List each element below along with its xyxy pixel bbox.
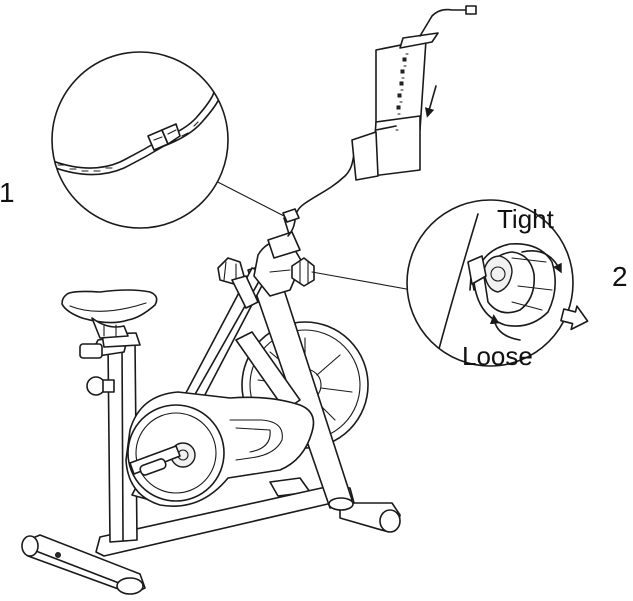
clockwise-arrow-icon xyxy=(521,250,562,274)
front-stabilizer xyxy=(269,477,401,533)
crank-wheel xyxy=(127,404,225,502)
bracket-knob xyxy=(217,257,259,309)
tight-label: Tight xyxy=(497,204,555,234)
exercise-bike xyxy=(21,5,477,595)
down-arrow-icon xyxy=(424,85,437,118)
seat-tube xyxy=(79,332,141,543)
handlebar-post xyxy=(351,5,477,181)
right-outline-arrow-icon xyxy=(560,305,589,331)
cable-connector xyxy=(282,208,300,223)
resistance-knob xyxy=(291,257,315,287)
loose-label: Loose xyxy=(462,341,533,371)
saddle xyxy=(61,289,158,339)
stem-lower xyxy=(267,231,301,259)
counterclockwise-arrow-icon xyxy=(489,314,521,341)
callout-1 xyxy=(51,51,285,229)
resistance-knob-detail xyxy=(435,213,556,361)
sensor-cable xyxy=(287,147,357,237)
step-2-label: 2 xyxy=(612,261,628,292)
step-1-label: 1 xyxy=(0,177,15,208)
rear-stabilizer xyxy=(21,534,146,595)
callout-2 xyxy=(311,199,589,367)
cable-connector-detail xyxy=(52,91,221,176)
